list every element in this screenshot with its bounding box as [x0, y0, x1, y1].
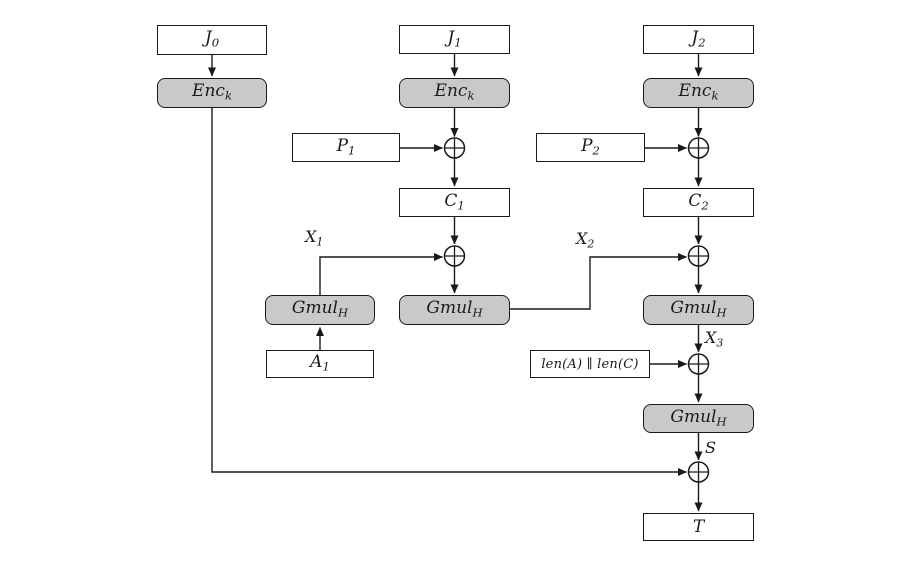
node-j1: J1	[399, 25, 510, 54]
node-gmul-right-label: GmulH	[670, 298, 727, 320]
xor-node-x1	[443, 245, 466, 267]
node-enck-0-label: Enck	[192, 81, 232, 103]
node-p2: P2	[536, 133, 645, 162]
node-p1-label: P1	[336, 135, 356, 158]
node-c2-label: C2	[688, 190, 709, 213]
edge-label-x1: X1	[305, 227, 324, 249]
xor-node-final	[687, 461, 710, 483]
xor-node-p1	[443, 137, 466, 159]
xor-node-p2	[687, 137, 710, 159]
edge-gmul-mid-to-xor-x2	[510, 253, 687, 310]
node-j2-label: J2	[691, 27, 706, 50]
xor-node-len	[687, 353, 710, 375]
node-gmul-mid: GmulH	[399, 295, 510, 325]
node-gmul-left-label: GmulH	[291, 298, 349, 320]
node-j1-label: J1	[447, 27, 462, 50]
node-enck-2: Enck	[643, 78, 754, 108]
node-j0: J0	[157, 25, 267, 55]
node-gmul-mid-label: GmulH	[426, 298, 483, 320]
node-a1: A1	[266, 350, 374, 378]
node-len: len(A) ∥ len(C)	[530, 350, 650, 378]
node-gmul-final: GmulH	[643, 404, 754, 433]
node-enck-1-label: Enck	[434, 81, 475, 103]
edge-label-x3: X3	[705, 328, 724, 350]
node-c1: C1	[399, 188, 510, 217]
edge-gmul-left-to-xor-x1	[319, 253, 443, 295]
node-enck-0: Enck	[157, 78, 267, 108]
xor-node-x2	[687, 245, 710, 267]
node-p1: P1	[292, 133, 400, 162]
node-enck-2-label: Enck	[678, 81, 719, 103]
node-c1-label: C1	[444, 190, 465, 213]
edge-label-s: S	[705, 438, 716, 457]
node-t: T	[643, 513, 754, 541]
node-gmul-left: GmulH	[265, 295, 375, 325]
node-len-label: len(A) ∥ len(C)	[541, 356, 639, 372]
node-j0-label: J0	[204, 28, 220, 50]
node-enck-1: Enck	[399, 78, 510, 108]
node-a1-label: A1	[310, 352, 330, 374]
node-gmul-final-label: GmulH	[670, 406, 727, 429]
edge-label-x2: X2	[576, 229, 595, 251]
node-gmul-right: GmulH	[643, 295, 754, 325]
node-c2: C2	[643, 188, 754, 217]
node-j2: J2	[643, 25, 754, 54]
node-t-label: T	[692, 516, 705, 537]
node-p2-label: P2	[581, 135, 600, 158]
edge-enc0-to-xor-final	[211, 108, 687, 476]
